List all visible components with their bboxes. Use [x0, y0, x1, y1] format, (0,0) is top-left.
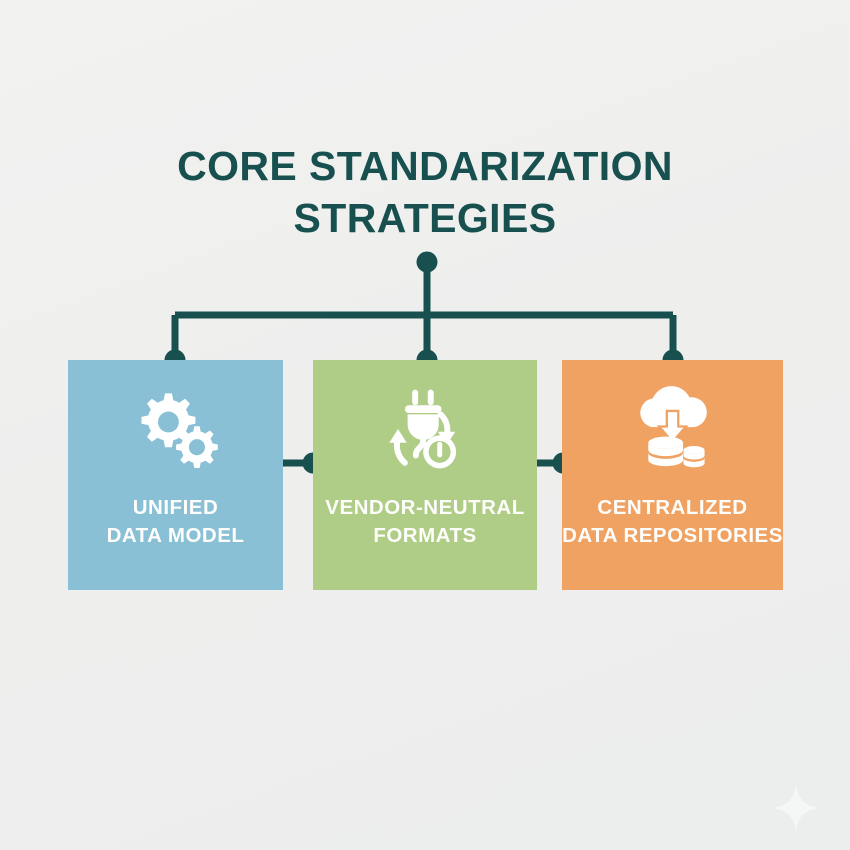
- page-title-line-1: CORE STANDARIZATION: [177, 143, 673, 189]
- cloud-download-database-icon: [639, 386, 707, 468]
- gears-icon: [141, 393, 218, 468]
- card-unified-data-model[interactable]: UNIFIED DATA MODEL: [68, 360, 283, 590]
- card-centralized-data-repositories[interactable]: CENTRALIZED DATA REPOSITORIES: [562, 360, 783, 590]
- card-label-line-2: FORMATS: [373, 524, 477, 547]
- card-label-line-2: DATA MODEL: [106, 524, 245, 547]
- plug-refresh-icon: [389, 389, 457, 469]
- card-label-unified-data-model: UNIFIED DATA MODEL: [46, 494, 306, 550]
- card-vendor-neutral-formats[interactable]: VENDOR-NEUTRAL FORMATS: [313, 360, 537, 590]
- node-root-dot: [416, 251, 438, 273]
- card-label-line-1: VENDOR-NEUTRAL: [325, 496, 525, 519]
- card-label-vendor-neutral-formats: VENDOR-NEUTRAL FORMATS: [295, 494, 555, 550]
- card-label-centralized-data-repositories: CENTRALIZED DATA REPOSITORIES: [543, 494, 803, 550]
- sparkle-icon: [772, 784, 820, 832]
- card-label-line-1: CENTRALIZED: [597, 496, 748, 519]
- page-title-line-2: STRATEGIES: [293, 195, 557, 241]
- card-label-line-2: DATA REPOSITORIES: [562, 524, 783, 547]
- card-label-line-1: UNIFIED: [132, 496, 219, 519]
- page-title: CORE STANDARIZATION STRATEGIES: [0, 140, 850, 244]
